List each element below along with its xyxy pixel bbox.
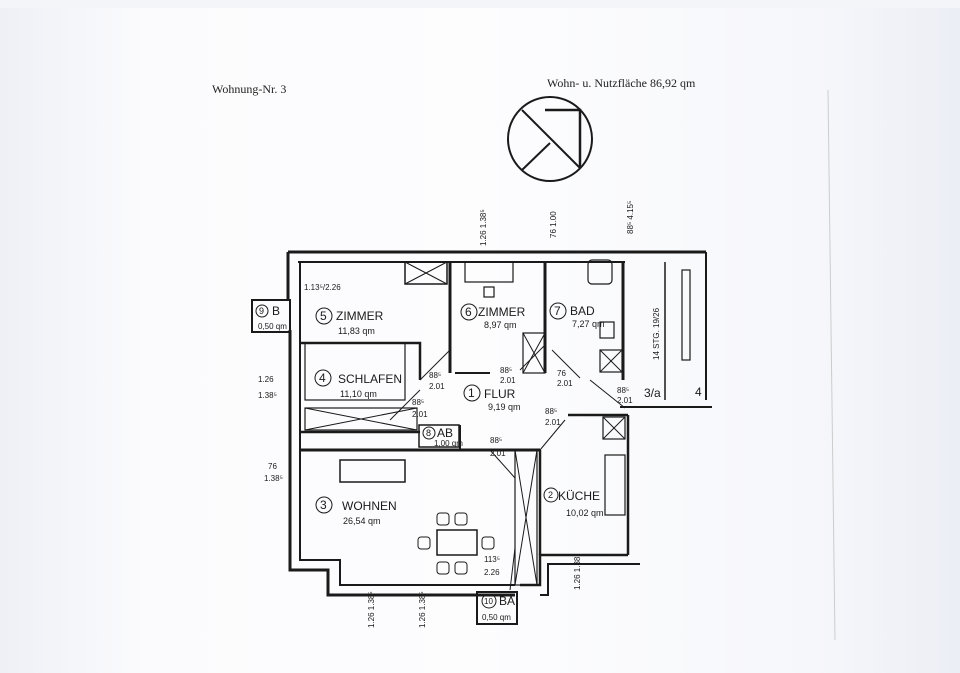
svg-text:88⁵: 88⁵ xyxy=(500,366,512,375)
svg-text:BAD: BAD xyxy=(570,304,595,318)
svg-text:1.38⁵: 1.38⁵ xyxy=(258,391,277,400)
svg-text:26,54 qm: 26,54 qm xyxy=(343,516,381,526)
svg-text:88⁵: 88⁵ xyxy=(412,398,424,407)
svg-text:3: 3 xyxy=(320,498,327,512)
room-label-5: 5 ZIMMER 11,83 qm xyxy=(315,307,384,336)
svg-text:1.13⁵/2.26: 1.13⁵/2.26 xyxy=(304,283,341,292)
stairs-label: 14 STG. 19/26 xyxy=(652,307,661,360)
svg-text:1.26 1.38⁵: 1.26 1.38⁵ xyxy=(367,591,376,628)
svg-text:2.01: 2.01 xyxy=(429,382,445,391)
svg-text:76: 76 xyxy=(557,369,566,378)
svg-text:88⁵: 88⁵ xyxy=(490,436,502,445)
svg-text:4: 4 xyxy=(319,371,326,385)
svg-text:1.26 1.38⁵: 1.26 1.38⁵ xyxy=(479,209,488,246)
svg-text:BA: BA xyxy=(499,594,515,608)
svg-text:2.01: 2.01 xyxy=(412,410,428,419)
room-label-8: 8 AB1,00 qm xyxy=(422,426,463,448)
svg-text:7,27 qm: 7,27 qm xyxy=(572,319,605,329)
svg-text:2.26: 2.26 xyxy=(484,568,500,577)
svg-text:1.38⁵: 1.38⁵ xyxy=(264,474,283,483)
room-label-4: 4 SCHLAFEN 11,10 qm xyxy=(314,369,402,399)
next-unit-label: 4 xyxy=(695,385,702,399)
svg-text:9: 9 xyxy=(259,306,264,316)
svg-text:6: 6 xyxy=(465,305,472,319)
room-label-3: 3 WOHNEN 26,54 qm xyxy=(315,496,397,526)
svg-text:2: 2 xyxy=(548,490,553,500)
svg-text:113⁵: 113⁵ xyxy=(484,555,500,564)
landing-label: 3/a xyxy=(644,386,661,400)
svg-text:1.26: 1.26 xyxy=(258,375,274,384)
svg-text:76: 76 xyxy=(268,462,277,471)
svg-text:FLUR: FLUR xyxy=(484,387,516,401)
svg-text:11,10 qm: 11,10 qm xyxy=(340,389,377,399)
svg-text:88⁵: 88⁵ xyxy=(429,371,441,380)
svg-text:8,97 qm: 8,97 qm xyxy=(484,320,517,330)
svg-text:AB: AB xyxy=(437,426,453,440)
svg-text:10: 10 xyxy=(484,597,493,606)
north-arrow-icon xyxy=(507,96,593,182)
svg-text:1,00 qm: 1,00 qm xyxy=(434,439,463,448)
svg-text:88⁵: 88⁵ xyxy=(545,407,557,416)
svg-text:88⁵ 4.15⁵: 88⁵ 4.15⁵ xyxy=(626,201,635,234)
svg-text:8: 8 xyxy=(426,428,431,438)
svg-text:5: 5 xyxy=(320,309,327,323)
svg-text:1.26 1.38: 1.26 1.38 xyxy=(573,556,582,590)
svg-text:88⁵: 88⁵ xyxy=(617,386,629,395)
svg-text:9,19 qm: 9,19 qm xyxy=(488,402,521,412)
svg-text:76 1.00: 76 1.00 xyxy=(549,211,558,238)
walls xyxy=(251,89,836,641)
svg-text:10,02 qm: 10,02 qm xyxy=(566,508,604,518)
svg-text:2.01: 2.01 xyxy=(545,418,561,427)
svg-text:0,50 qm: 0,50 qm xyxy=(482,613,511,622)
svg-text:11,83 qm: 11,83 qm xyxy=(338,326,375,336)
svg-text:2.01: 2.01 xyxy=(557,379,573,388)
svg-text:ZIMMER: ZIMMER xyxy=(336,309,384,323)
svg-text:ZIMMER: ZIMMER xyxy=(478,305,526,319)
apartment-number: Wohnung-Nr. 3 xyxy=(212,82,287,96)
svg-text:WOHNEN: WOHNEN xyxy=(342,499,397,513)
svg-text:0,50 qm: 0,50 qm xyxy=(258,322,287,331)
scanned-page xyxy=(0,8,960,673)
svg-text:KÜCHE: KÜCHE xyxy=(558,489,600,503)
room-label-10: 10 BA 0,50 qm xyxy=(481,593,515,622)
total-area: Wohn- u. Nutzfläche 86,92 qm xyxy=(547,76,696,90)
svg-text:1: 1 xyxy=(468,386,475,400)
svg-text:2.01: 2.01 xyxy=(490,449,506,458)
room-label-2: 2 KÜCHE 10,02 qm xyxy=(543,487,604,518)
svg-text:B: B xyxy=(272,304,280,318)
svg-text:SCHLAFEN: SCHLAFEN xyxy=(338,372,402,386)
svg-text:2.01: 2.01 xyxy=(500,376,516,385)
svg-text:2.01: 2.01 xyxy=(617,396,633,405)
svg-text:1.26 1.38⁵: 1.26 1.38⁵ xyxy=(418,591,427,628)
svg-text:7: 7 xyxy=(554,304,561,318)
